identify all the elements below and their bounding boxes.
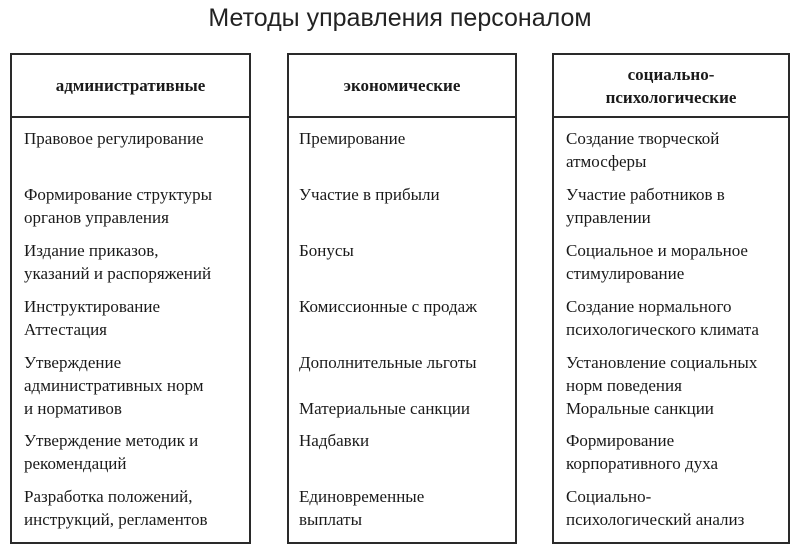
method-item: Формирование структуры органов управлени… (24, 185, 212, 227)
method-item: Надбавки (299, 431, 370, 450)
method-item: Материальные санкции (299, 399, 470, 418)
method-item: Участие работников в управлении (566, 185, 725, 227)
method-item: Правовое регулирование (24, 129, 204, 148)
method-item: Инструктирование Аттестация (24, 297, 160, 339)
method-item: Единовременные выплаты (299, 487, 425, 529)
column-socio-psychological: социально- психологические Создание твор… (552, 53, 790, 544)
page-title: Методы управления персоналом (208, 4, 592, 32)
method-item: Создание нормального психологического кл… (566, 297, 759, 339)
method-item: Издание приказов, указаний и распоряжени… (24, 241, 212, 283)
column-header-administrative: административные (12, 55, 249, 118)
method-item: Комиссионные с продаж (299, 297, 477, 316)
method-item: Формирование корпоративного духа (566, 431, 719, 473)
method-item: Социально- психологический анализ (566, 487, 745, 529)
method-item: Социальное и моральное стимулирование (566, 241, 748, 283)
method-item: Бонусы (299, 241, 354, 260)
column-header-socio-psychological: социально- психологические (554, 55, 788, 118)
method-item: Утверждение административных норм и норм… (24, 353, 204, 418)
method-item: Дополнительные льготы (299, 353, 477, 372)
method-item: Участие в прибыли (299, 185, 440, 204)
column-administrative: административные Правовое регулирование … (10, 53, 251, 544)
method-item: Разработка положений, инструкций, реглам… (24, 487, 208, 529)
method-item: Премирование (299, 129, 406, 148)
method-item: Установление социальных норм поведения М… (566, 353, 758, 418)
column-economic: экономические Премирование Участие в при… (287, 53, 517, 544)
method-item: Утверждение методик и рекомендаций (24, 431, 199, 473)
column-header-economic: экономические (289, 55, 515, 118)
method-item: Создание творческой атмосферы (566, 129, 720, 171)
